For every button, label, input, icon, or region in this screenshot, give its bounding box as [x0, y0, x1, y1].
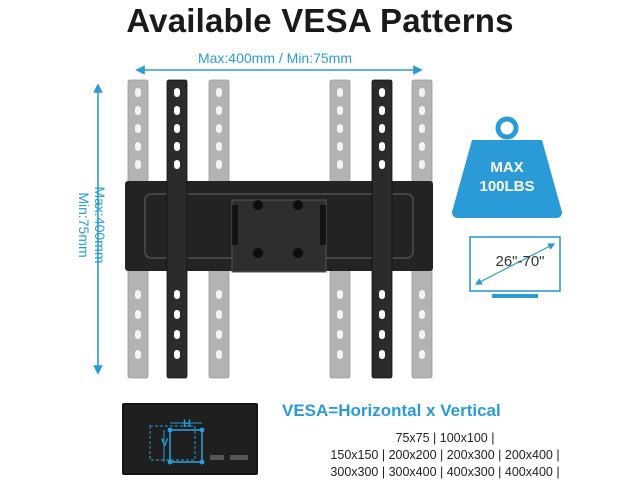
- horizontal-range-label: Max:400mm / Min:75mm: [197, 50, 353, 66]
- tv-v-label: V: [161, 437, 169, 449]
- weight-badge-line2: 100LBS: [479, 178, 535, 195]
- weight-capacity-badge: MAX 100LBS: [455, 158, 559, 196]
- weight-icon: [452, 116, 562, 218]
- vesa-pattern-list: 75x75 | 100x100 | 150x150 | 200x200 | 20…: [260, 430, 630, 481]
- tv-h-label: H: [183, 418, 191, 430]
- wall-plate: [125, 181, 433, 273]
- vertical-max-label: Max:400mm: [92, 186, 108, 264]
- dark-arms: [166, 79, 393, 379]
- pattern-row: 300x300 | 300x400 | 400x300 | 400x400 |: [330, 465, 560, 479]
- arm-slots: [135, 88, 425, 359]
- screen-size-label: 26"-70": [495, 253, 545, 270]
- vertical-min-label: Min:75mm: [76, 192, 92, 258]
- weight-badge-line1: MAX: [490, 159, 524, 176]
- vesa-formula: VESA=Horizontal x Vertical: [282, 401, 501, 420]
- tv-size-icon: [469, 236, 561, 298]
- pattern-row: 150x150 | 200x200 | 200x300 | 200x400 |: [330, 448, 560, 462]
- pattern-row: 75x75 | 100x100 |: [395, 431, 495, 445]
- page-title: Available VESA Patterns: [126, 2, 514, 39]
- tv-diagram-icon: [122, 403, 258, 475]
